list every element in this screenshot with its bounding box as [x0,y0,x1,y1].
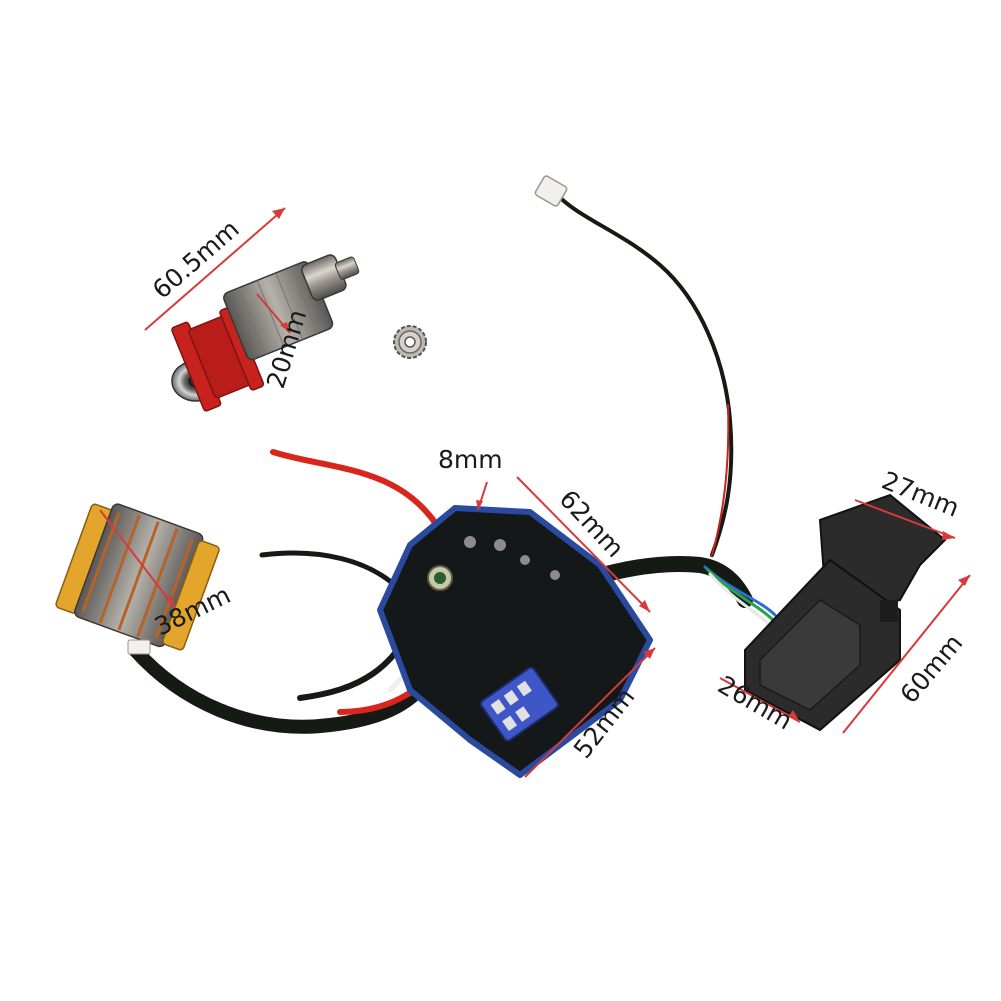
board-thickness-label: 8mm [438,445,503,474]
trigger-switch [744,493,947,732]
sensor-connector [534,175,568,207]
dimension-lines [99,207,971,778]
switch-height-label: 60mm [894,629,968,709]
board-connector [480,666,559,742]
dimension-arrowheads [165,208,970,722]
pinion-gear [393,325,427,359]
controller-board [377,505,653,778]
stator [55,503,220,655]
rotor-fan [171,305,265,412]
rotor [171,254,360,412]
